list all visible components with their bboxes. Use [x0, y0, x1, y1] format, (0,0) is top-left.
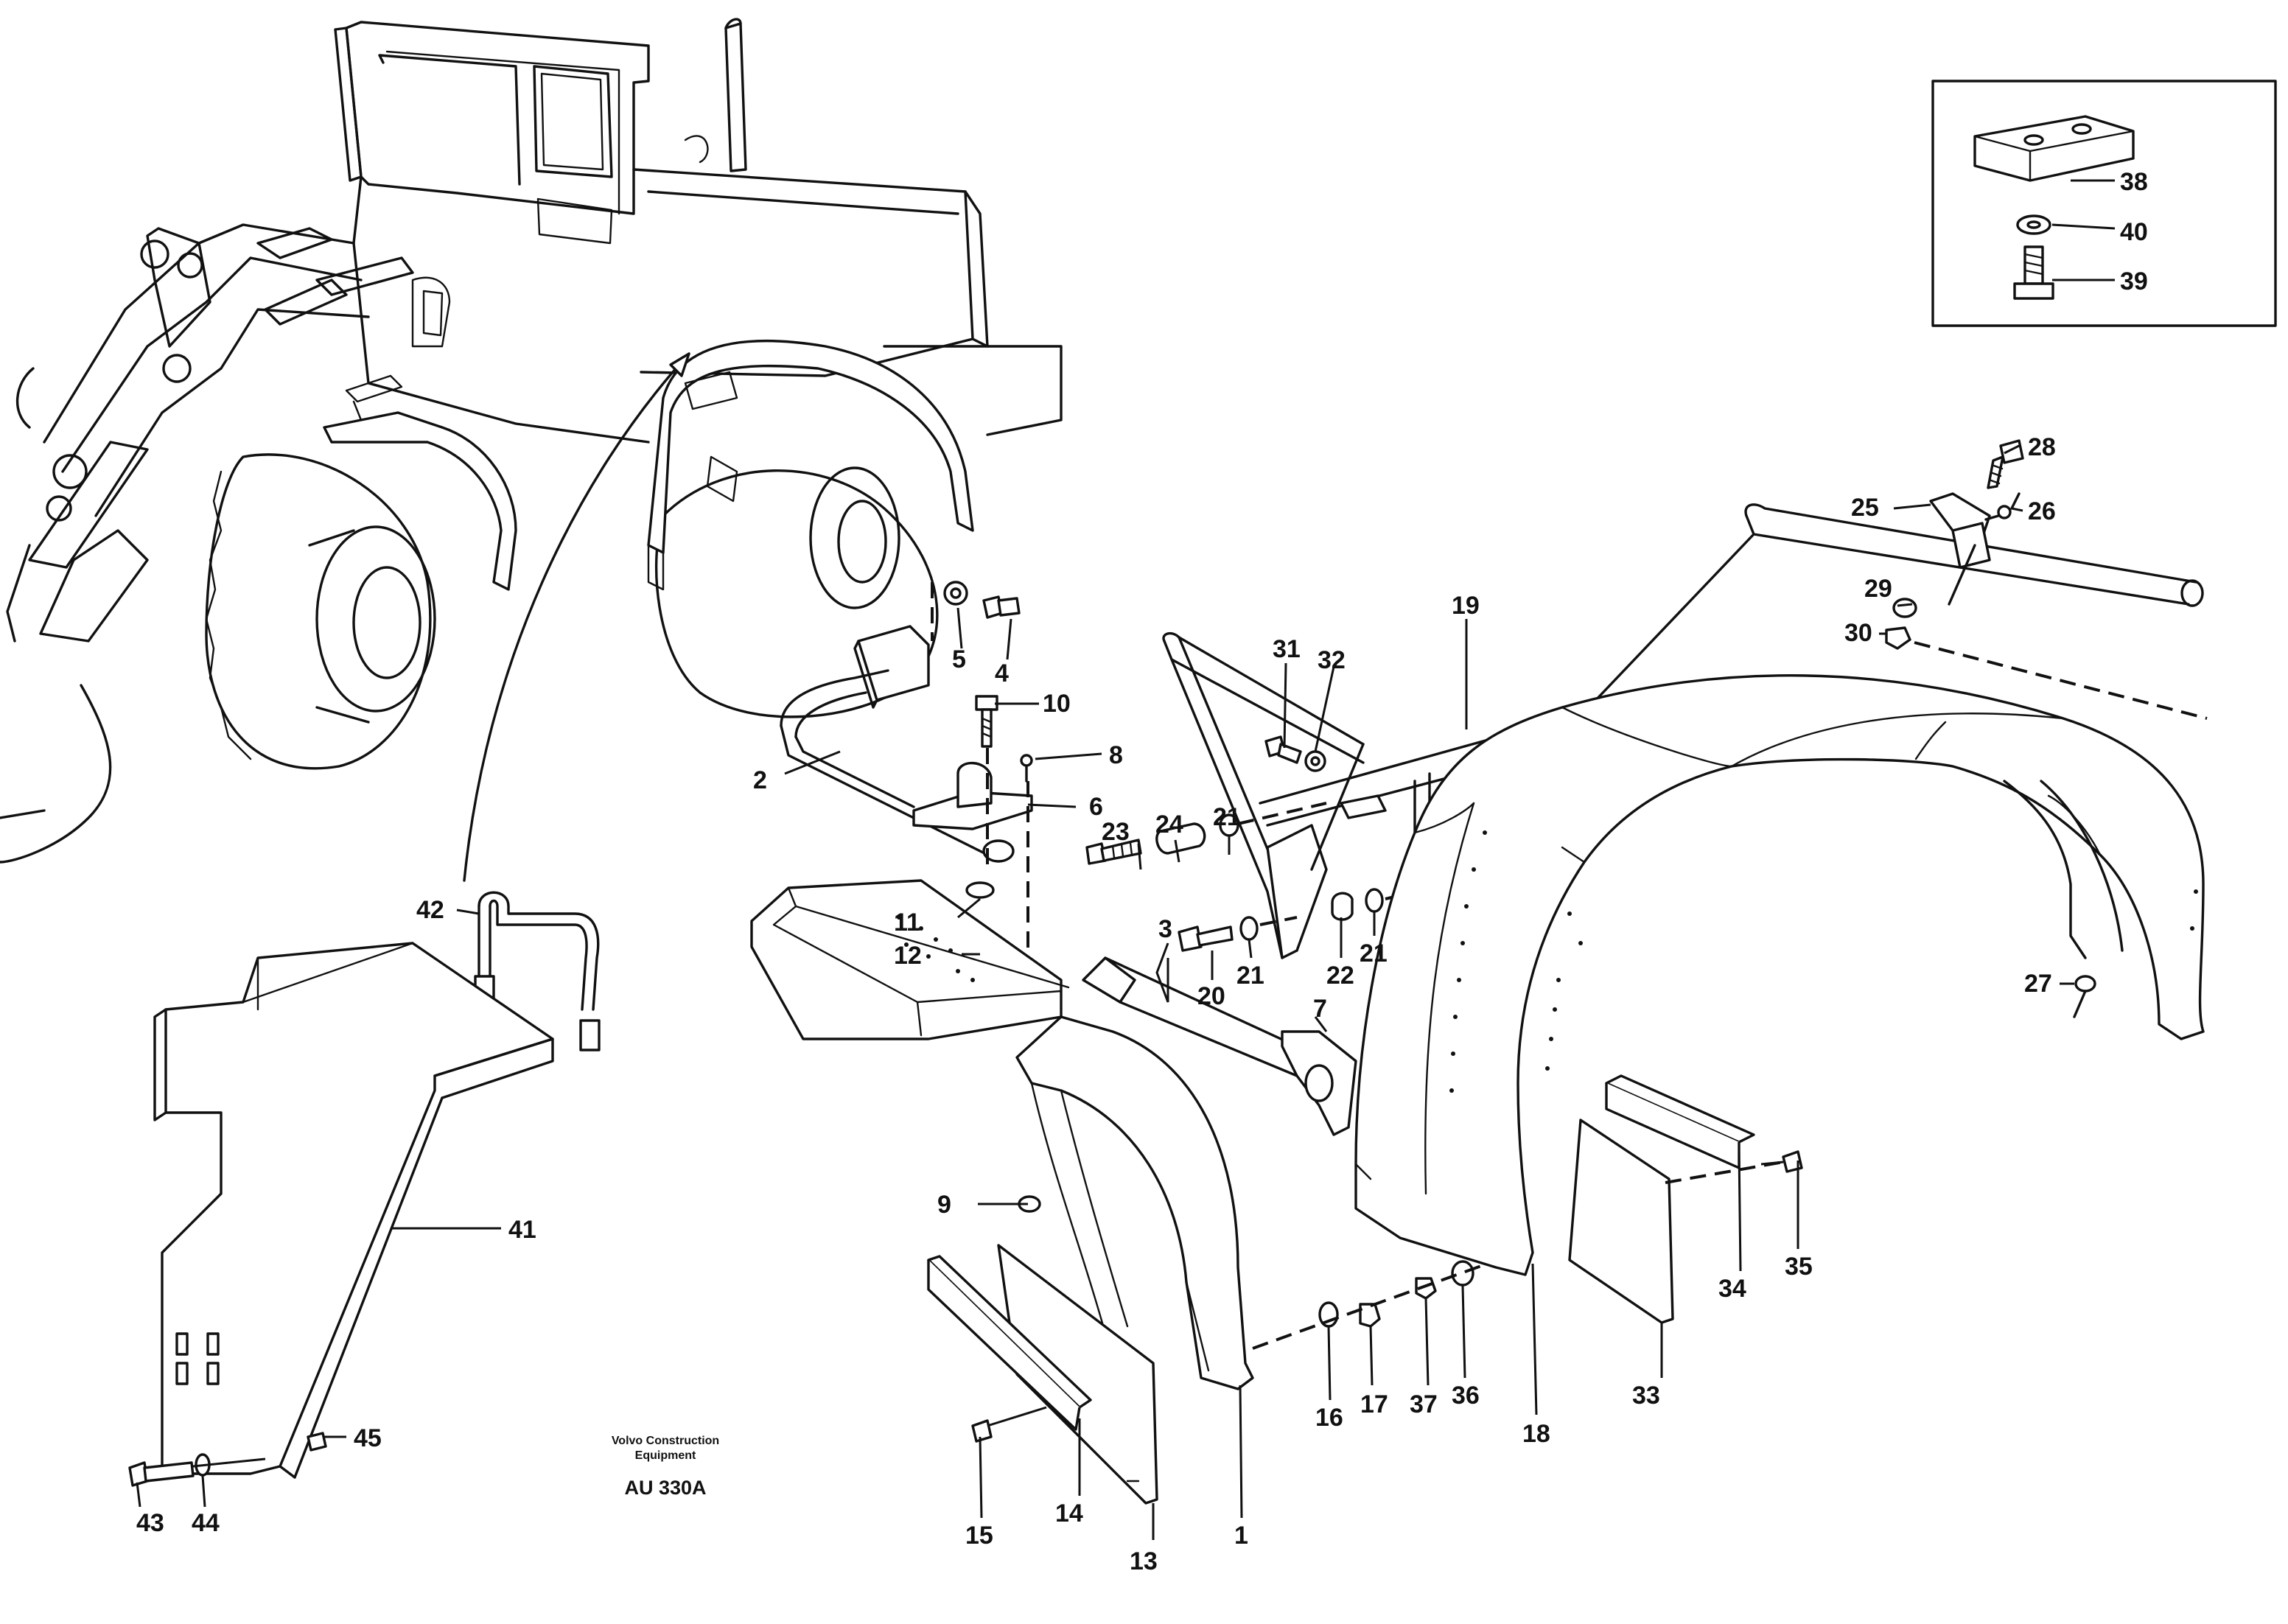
callout-30: 30: [1844, 619, 1872, 647]
callout-20: 20: [1197, 982, 1225, 1010]
drawing-credit: Volvo Construction Equipment AU 330A: [612, 1435, 719, 1499]
callout-38: 38: [2120, 168, 2148, 196]
callout-22: 22: [1326, 962, 1354, 990]
step-plate-holes: [897, 915, 975, 982]
callout-24: 24: [1155, 811, 1183, 839]
callout-7: 7: [1313, 995, 1327, 1023]
callout-3: 3: [1158, 915, 1172, 943]
callout-26: 26: [2028, 497, 2056, 525]
callout-21: 21: [1213, 803, 1241, 831]
callout-21: 21: [1360, 939, 1388, 967]
callout-36: 36: [1452, 1382, 1480, 1410]
callout-33: 33: [1632, 1382, 1660, 1410]
callout-16: 16: [1315, 1404, 1343, 1432]
rear-fender-assembly: [1354, 674, 2205, 1324]
callout-21: 21: [1236, 962, 1264, 990]
callout-39: 39: [2120, 267, 2148, 295]
callout-18: 18: [1522, 1420, 1550, 1448]
callout-40: 40: [2120, 218, 2148, 246]
callout-9: 9: [937, 1191, 951, 1219]
callout-15: 15: [965, 1522, 993, 1550]
callout-6: 6: [1089, 793, 1103, 821]
frame-bracket-assembly: [1085, 631, 1549, 959]
callout-45: 45: [354, 1424, 382, 1452]
callout-41: 41: [508, 1216, 536, 1244]
callout-8: 8: [1109, 741, 1123, 769]
callout-35: 35: [1785, 1253, 1813, 1281]
callout-44: 44: [192, 1509, 220, 1537]
callout-2: 2: [753, 766, 767, 794]
callout-34: 34: [1718, 1275, 1746, 1303]
callout-28: 28: [2028, 433, 2056, 461]
rear-fender-holes: [1449, 830, 2198, 1093]
callout-27: 27: [2024, 970, 2052, 998]
callout-labels: 1 2 3 4 5 6 7 8 9 10 11 12 13 14 15 16 1…: [136, 168, 2148, 1575]
publisher-line-1: Volvo Construction: [612, 1435, 719, 1447]
callout-11: 11: [894, 909, 920, 937]
publisher-line-2: Equipment: [635, 1449, 696, 1462]
callout-19: 19: [1452, 592, 1480, 620]
leader-lines: [136, 179, 2116, 1540]
drawing-code: AU 330A: [624, 1477, 706, 1499]
wheel-loader-overview: [0, 18, 1063, 882]
callout-31: 31: [1273, 635, 1301, 663]
callout-14: 14: [1055, 1499, 1083, 1527]
callout-43: 43: [136, 1509, 164, 1537]
step-bracket-assembly: [780, 581, 1033, 962]
callout-23: 23: [1102, 818, 1130, 846]
callout-17: 17: [1360, 1390, 1388, 1418]
callout-5: 5: [952, 645, 966, 673]
front-fender-assembly: [750, 879, 1519, 1505]
callout-12: 12: [894, 942, 922, 970]
callout-4: 4: [995, 659, 1009, 687]
left-fender-assembly: [128, 891, 601, 1487]
callout-25: 25: [1851, 494, 1879, 522]
upper-rod-assembly: [1531, 439, 2208, 768]
callout-37: 37: [1410, 1390, 1438, 1418]
callout-1: 1: [1234, 1522, 1248, 1550]
callout-29: 29: [1864, 575, 1892, 603]
callout-10: 10: [1043, 690, 1071, 718]
callout-32: 32: [1318, 646, 1346, 674]
inset-detail-box: [1931, 80, 2277, 327]
callout-13: 13: [1130, 1547, 1158, 1575]
callout-42: 42: [416, 896, 444, 924]
support-arm-assembly: [1082, 956, 1357, 1136]
